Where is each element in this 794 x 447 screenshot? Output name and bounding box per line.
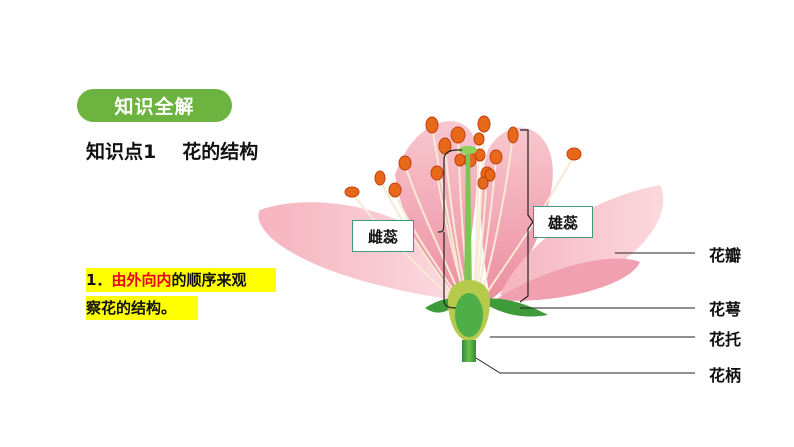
petal-label: 花瓣 — [709, 242, 741, 266]
pedicel-label: 花柄 — [709, 362, 741, 386]
stamen-label: 雄蕊 — [533, 206, 593, 238]
sepal-label: 花萼 — [709, 296, 741, 320]
pedicel-leader — [476, 358, 695, 373]
ovary — [455, 293, 483, 337]
receptacle-label: 花托 — [709, 326, 741, 350]
pedicel — [462, 340, 476, 362]
pistil-label: 雌蕊 — [352, 220, 414, 252]
